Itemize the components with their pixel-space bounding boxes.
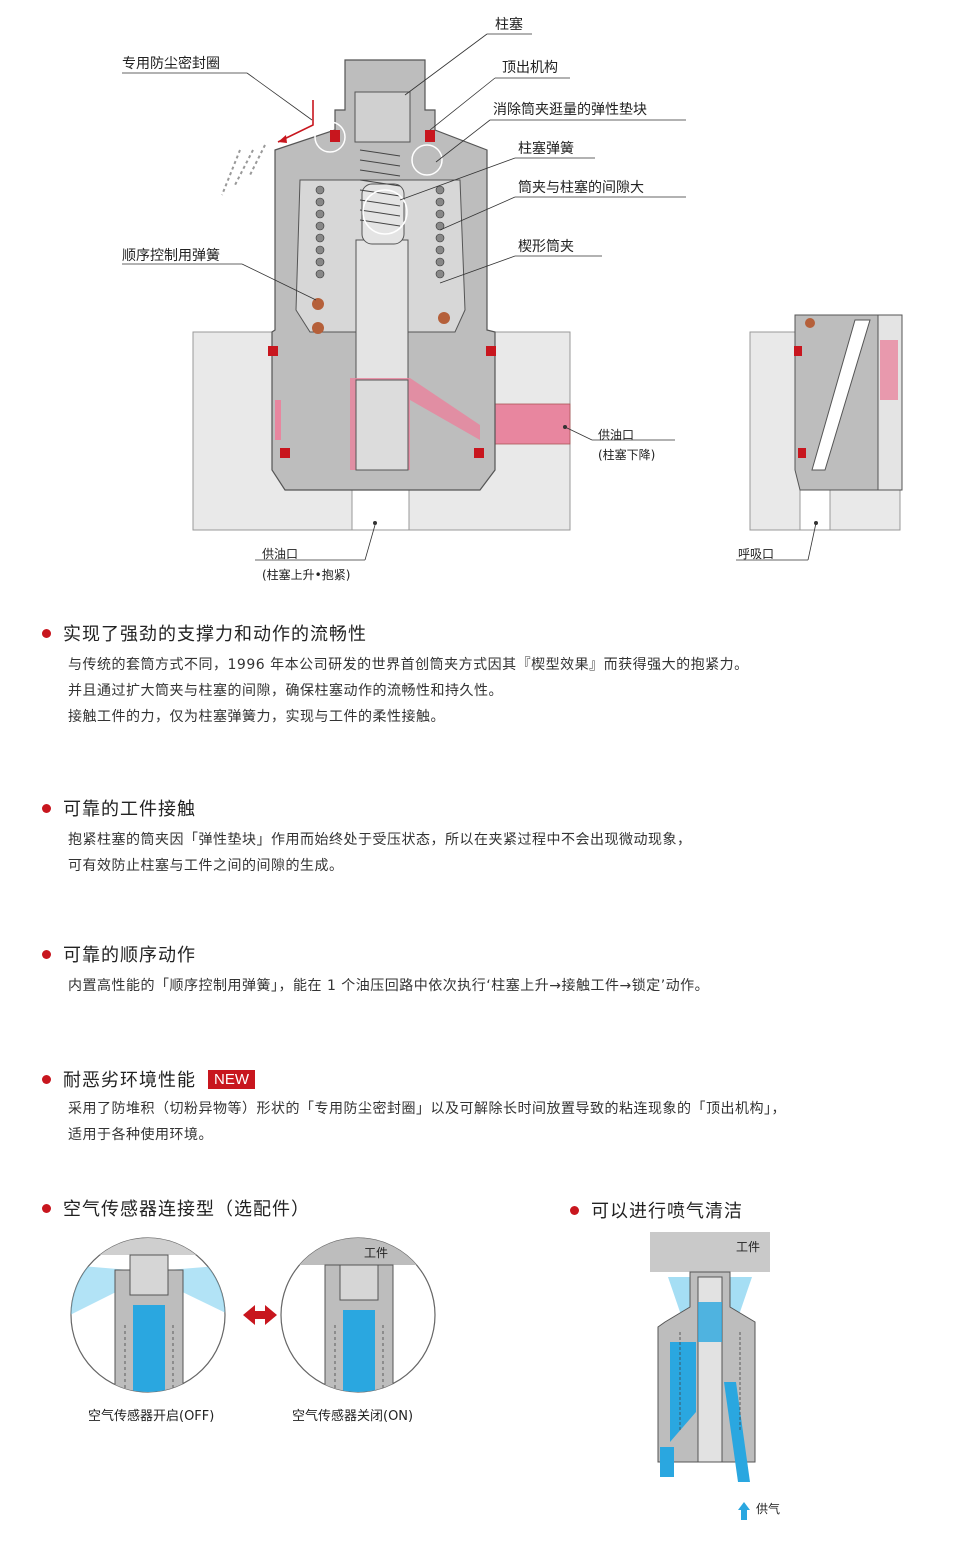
section-line: 适用于各种使用环境。: [68, 1127, 213, 1143]
caption-on: 空气传感器关闭(ON): [292, 1409, 414, 1424]
section-line: 内置高性能的「顺序控制用弹簧」，能在 1 个油压回路中依次执行‘柱塞上升→接触工…: [68, 978, 710, 994]
callout-dust-seal: 专用防尘密封圈: [122, 56, 220, 72]
section-title: 空气传感器连接型（选配件）: [63, 1199, 310, 1220]
bullet-icon: [42, 1074, 51, 1084]
callout-plunger: 柱塞: [495, 17, 523, 33]
bullet-icon: [42, 803, 51, 813]
callout-sequence-spring: 顺序控制用弹簧: [122, 248, 220, 264]
callout-ejector: 顶出机构: [502, 60, 558, 76]
section-strength: 实现了强劲的支撑力和动作的流畅性 与传统的套筒方式不同，1996 年本公司研发的…: [42, 620, 749, 730]
air-blow-diagram: [650, 1232, 770, 1520]
oil-port-bottom-note: (柱塞上升•抱紧): [262, 568, 351, 582]
section-line: 接触工件的力，仅为柱塞弹簧力，实现与工件的柔性接触。: [68, 709, 445, 725]
air-blow-heading: 可以进行喷气清洁: [570, 1197, 743, 1223]
bullet-icon: [42, 628, 51, 638]
section-contact: 可靠的工件接触 抱紧柱塞的筒夹因「弹性垫块」作用而始终处于受压状态，所以在夹紧过…: [42, 795, 692, 879]
section-title: 实现了强劲的支撑力和动作的流畅性: [63, 624, 367, 645]
bullet-icon: [42, 949, 51, 959]
callout-elastic-pad: 消除筒夹逛量的弹性垫块: [493, 102, 647, 118]
callout-plunger-spring: 柱塞弹簧: [518, 141, 574, 157]
section-environment: 耐恶劣环境性能 NEW 采用了防堆积（切粉异物等）形状的「专用防尘密封圈」以及可…: [42, 1066, 786, 1148]
section-title: 可靠的顺序动作: [63, 945, 196, 966]
air-sensor-workpiece-label: 工件: [364, 1246, 389, 1260]
section-title: 可以进行喷气清洁: [591, 1201, 743, 1222]
air-supply-label: 供气: [756, 1502, 781, 1516]
oil-port-right-note: (柱塞下降): [598, 448, 656, 462]
section-line: 可有效防止柱塞与工件之间的间隙的生成。: [68, 858, 344, 874]
section-title: 可靠的工件接触: [63, 799, 196, 820]
callout-wedge-collet: 楔形筒夹: [518, 239, 574, 255]
section-line: 与传统的套筒方式不同，1996 年本公司研发的世界首创筒夹方式因其『楔型效果』而…: [68, 657, 749, 673]
breath-port-label: 呼吸口: [738, 547, 775, 561]
oil-port-bottom-label: 供油口: [262, 547, 299, 561]
callout-gap: 筒夹与柱塞的间隙大: [518, 180, 644, 196]
section-title: 耐恶劣环境性能: [63, 1070, 196, 1091]
new-badge: NEW: [208, 1069, 255, 1089]
bullet-icon: [570, 1205, 579, 1215]
bullet-icon: [42, 1203, 51, 1213]
section-line: 并且通过扩大筒夹与柱塞的间隙，确保柱塞动作的流畅性和持久性。: [68, 683, 503, 699]
section-line: 抱紧柱塞的筒夹因「弹性垫块」作用而始终处于受压状态，所以在夹紧过程中不会出现微动…: [68, 832, 692, 848]
section-sequence: 可靠的顺序动作 内置高性能的「顺序控制用弹簧」，能在 1 个油压回路中依次执行‘…: [42, 941, 709, 999]
caption-off: 空气传感器开启(OFF): [88, 1409, 215, 1424]
air-sensor-diagram: [70, 1237, 436, 1393]
oil-port-right-label: 供油口: [598, 428, 635, 442]
section-line: 采用了防堆积（切粉异物等）形状的「专用防尘密封圈」以及可解除长时间放置导致的粘连…: [68, 1101, 786, 1117]
air-sensor-heading: 空气传感器连接型（选配件）: [42, 1195, 310, 1221]
cross-section-diagram: [122, 33, 903, 561]
air-blow-workpiece-label: 工件: [736, 1240, 761, 1254]
